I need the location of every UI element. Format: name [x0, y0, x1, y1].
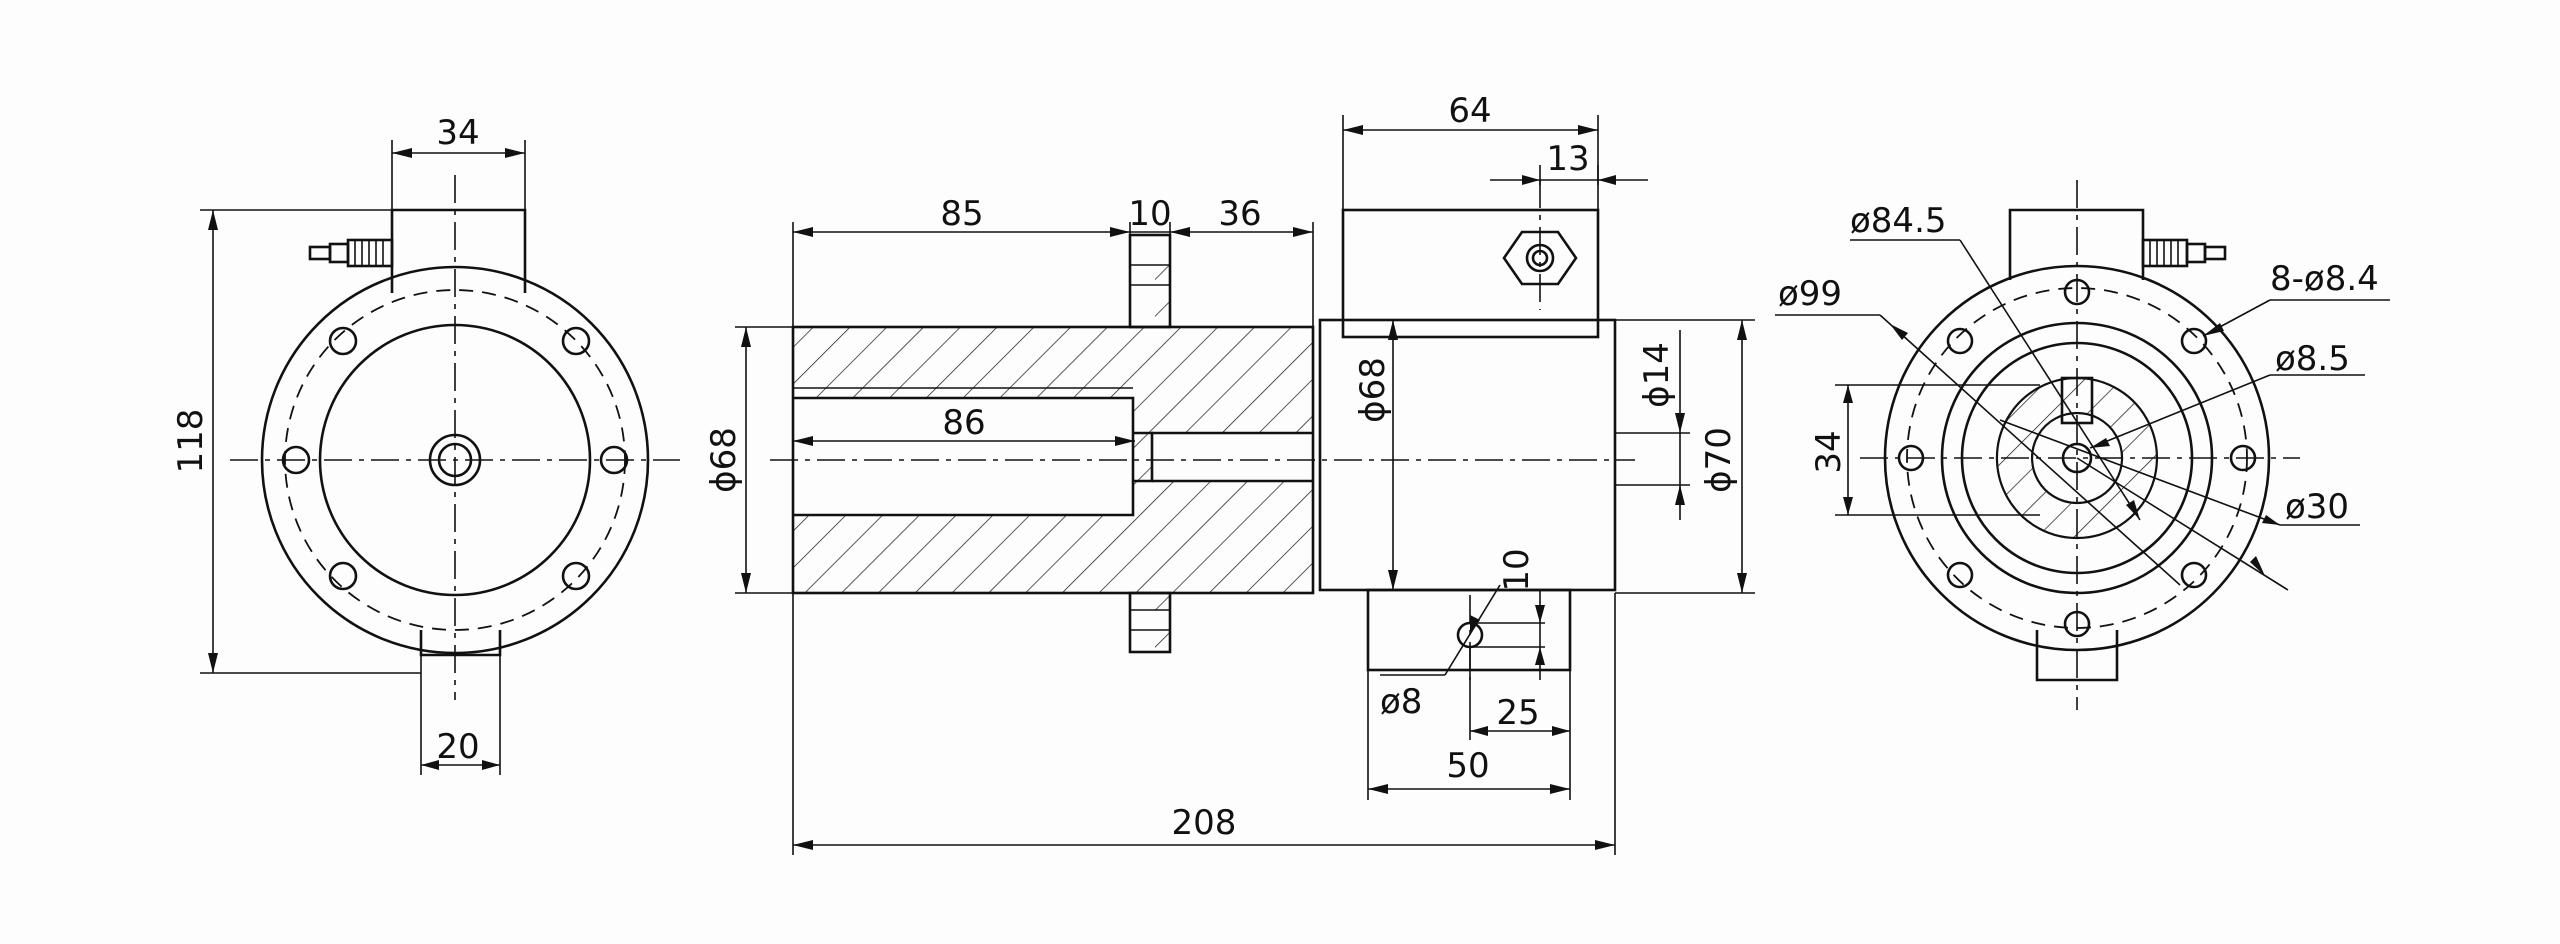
dim-dia-84-5: ø84.5	[1850, 201, 1947, 241]
right-bolt-hole	[2063, 278, 2091, 306]
dim-left-width-34: 34	[436, 113, 479, 153]
dim-pin-height-10: 10	[1497, 548, 1537, 591]
dim-length-10: 10	[1128, 194, 1171, 234]
left-top-boss	[390, 208, 527, 293]
dim-dia-14: ϕ14	[1637, 342, 1677, 408]
section-hatch-flange-top	[1155, 265, 1171, 327]
dim-dia-68-left: ϕ68	[704, 427, 744, 493]
right-inner-circle	[1960, 341, 2194, 575]
section-hatch-lower	[793, 515, 1313, 593]
right-bolt-hole	[2180, 561, 2208, 589]
dim-box-offset-13: 13	[1546, 139, 1589, 179]
dim-lower-box-width-50: 50	[1446, 746, 1489, 786]
right-bottom-boss	[2035, 630, 2119, 682]
left-bolt-hole	[328, 326, 358, 356]
left-bolt-hole	[599, 445, 629, 475]
dim-length-85: 85	[940, 194, 983, 234]
dim-holes-8x8-4: 8-ø8.4	[2270, 259, 2379, 299]
section-hatch-upper	[793, 327, 1313, 398]
dim-length-86: 86	[942, 403, 985, 443]
dim-dia-68-inner: ϕ68	[1353, 357, 1393, 423]
right-body-circle	[1940, 321, 2214, 595]
section-lower-box	[1366, 588, 1572, 672]
dim-dia-70: ϕ70	[1699, 427, 1739, 493]
dim-right-height-34: 34	[1809, 430, 1849, 473]
left-flange-outer-circle	[260, 265, 650, 655]
dim-pin-dia-8: ø8	[1380, 682, 1422, 722]
right-fitting-icon	[2141, 238, 2227, 268]
right-view: ø84.5 ø99 8-ø8.4 ø8.5 ø30 34	[1775, 180, 2390, 710]
right-bolt-hole	[2063, 610, 2091, 638]
left-fitting-icon	[308, 238, 394, 268]
left-hub-outer	[428, 433, 482, 487]
left-body-circle	[318, 323, 592, 597]
right-bolt-hole	[2180, 327, 2208, 355]
right-bolt-hole	[1897, 444, 1925, 472]
section-hatch-flange-bottom	[1155, 593, 1171, 652]
dim-left-height-118: 118	[171, 409, 211, 474]
dim-box-width-64: 64	[1448, 91, 1491, 131]
dim-left-bottom-20: 20	[436, 727, 479, 767]
right-bolt-hole	[2229, 444, 2257, 472]
section-flange-bottom	[1128, 591, 1172, 654]
right-hatched-ring	[1995, 376, 2159, 540]
right-bolt-hole	[1946, 327, 1974, 355]
left-bolt-circle	[284, 289, 626, 631]
left-bolt-hole	[281, 445, 311, 475]
right-flange-outer-circle	[1883, 264, 2271, 652]
section-bore	[793, 396, 1135, 517]
right-bolt-hole	[1946, 561, 1974, 589]
left-bolt-hole	[328, 561, 358, 591]
section-upper-box	[1341, 208, 1600, 339]
right-hub-inner	[2061, 442, 2093, 474]
dim-dia-8-5: ø8.5	[2275, 339, 2350, 379]
left-bolt-hole	[561, 561, 591, 591]
dim-dia-99: ø99	[1778, 274, 1842, 314]
dim-pin-offset-25: 25	[1496, 693, 1539, 733]
dim-dia-30: ø30	[2285, 487, 2349, 527]
right-bolt-circle	[1906, 287, 2248, 629]
dim-length-36: 36	[1218, 194, 1261, 234]
left-hub-inner	[437, 442, 473, 478]
left-bottom-boss	[419, 630, 502, 657]
dim-total-length-208: 208	[1172, 803, 1237, 843]
left-view: 34 118 20	[171, 113, 680, 775]
section-view: 85 10 36 86 ϕ68 ϕ68 ϕ14	[704, 91, 1755, 855]
section-flange-top	[1128, 233, 1172, 329]
left-bolt-hole	[561, 326, 591, 356]
